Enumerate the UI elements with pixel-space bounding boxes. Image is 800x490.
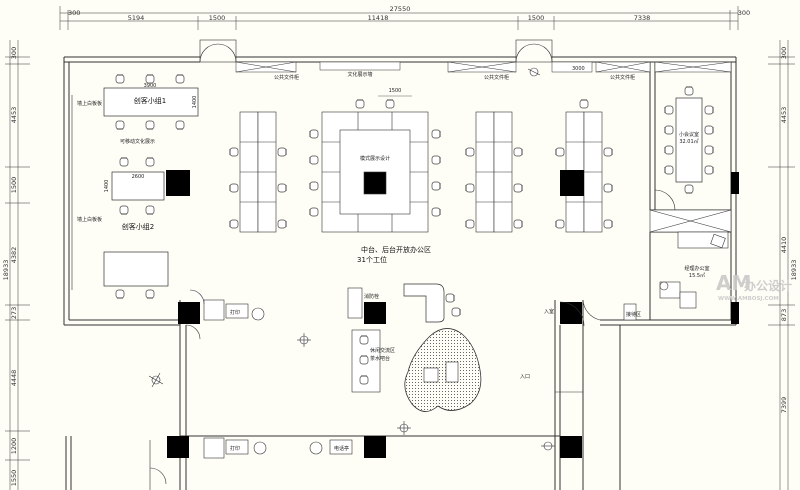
label-lounge-text: 休闲交流区 xyxy=(370,347,395,354)
label-open-office-title: 中台、后台开放办公区 xyxy=(361,245,431,254)
column xyxy=(364,302,386,324)
dim-left-5: 273 xyxy=(10,307,18,319)
dim-left-7: 1200 xyxy=(10,438,18,455)
label-public-cabinet-3: 公共文件柜 xyxy=(610,74,635,81)
dim-top-seg-4: 1500 xyxy=(528,14,545,22)
column xyxy=(178,302,200,324)
label-print-2: 打印 xyxy=(230,445,240,452)
label-tea-text: 茶水吧台 xyxy=(370,355,390,362)
print-area-1 xyxy=(189,289,265,321)
watermark-brand-a: AM xyxy=(716,271,751,295)
dim-top-seg-3: 11418 xyxy=(368,14,389,22)
top-doors xyxy=(199,39,553,63)
plant-icons xyxy=(148,67,555,451)
column xyxy=(560,302,582,324)
column xyxy=(167,436,189,458)
dim-right-4: 873 xyxy=(780,309,788,321)
dim-left-total: 18933 xyxy=(2,260,10,281)
label-meeting-room-2: 创客小组2 xyxy=(122,222,154,231)
dim-left-2: 4453 xyxy=(10,107,18,124)
dim-right-5: 7399 xyxy=(780,397,788,414)
watermark: AM 办公设计 WWW.AMBOSJ.COM xyxy=(716,271,792,302)
column xyxy=(731,302,739,324)
label-culture-wall: 文化展示墙 xyxy=(347,71,372,78)
label-open-office-seats: 31个工位 xyxy=(357,255,387,264)
column xyxy=(560,436,582,458)
dim-left-1: 300 xyxy=(10,47,18,59)
label-table-len: 3900 xyxy=(144,83,157,89)
label-entrance: 入口 xyxy=(520,374,530,380)
meeting-room-3 xyxy=(103,251,169,299)
small-meeting-room xyxy=(664,86,714,194)
right-dim-texts: 300 4453 4410 873 7399 18933 xyxy=(780,47,798,413)
watermark-brand-b: 办公设计 xyxy=(744,278,792,293)
dim-top-right-margin: 300 xyxy=(738,9,750,17)
label-whiteboard-1: 墙上白板板 xyxy=(77,100,102,107)
label-cabinet-small: 3000 xyxy=(572,66,585,72)
column xyxy=(166,170,190,196)
label-table-h1: 1400 xyxy=(192,96,198,109)
label-table-h2: 1400 xyxy=(104,180,110,193)
print-area-2 xyxy=(203,437,353,459)
reception-desk xyxy=(403,283,461,323)
label-print-1: 打印 xyxy=(230,309,240,316)
dim-right-total: 18933 xyxy=(790,260,798,281)
label-public-cabinet-1: 公共文件柜 xyxy=(274,74,299,81)
column xyxy=(364,436,386,458)
label-meeting-room-1: 创客小组1 xyxy=(134,96,166,105)
desk-cluster-1 xyxy=(239,111,277,233)
label-phone-booth: 电话亭 xyxy=(334,445,349,452)
column xyxy=(560,170,584,196)
top-cabinets xyxy=(235,61,732,73)
dim-right-1: 300 xyxy=(780,47,788,59)
dim-left-6: 4448 xyxy=(10,370,18,387)
dim-top-seg-2: 1500 xyxy=(209,14,226,22)
label-office-room: 经理办公室 xyxy=(684,265,709,272)
dim-left-3: 1500 xyxy=(10,177,18,194)
label-whiteboard-2: 墙上白板板 xyxy=(77,216,102,223)
label-office-area: 15.5㎡ xyxy=(689,272,705,279)
dim-top-seg-5: 7338 xyxy=(634,14,651,22)
left-lower-doors xyxy=(149,324,201,490)
label-top-dim-center: 1500 xyxy=(389,88,402,94)
entrance-door xyxy=(555,299,637,393)
dim-left-8: 1550 xyxy=(10,470,18,487)
dim-right-3: 4410 xyxy=(780,237,788,254)
label-fire: 消防栓 xyxy=(364,293,379,300)
right-dimensions xyxy=(768,40,795,490)
tea-bar xyxy=(347,287,381,393)
label-public-cabinet-2: 公共文件柜 xyxy=(484,74,509,81)
desk-cluster-3 xyxy=(475,111,513,233)
dim-left-4: 4382 xyxy=(10,247,18,264)
column xyxy=(731,172,739,194)
label-small-meeting: 小会议室 xyxy=(679,131,699,138)
top-dimensions xyxy=(59,6,739,30)
dim-right-2: 4453 xyxy=(780,107,788,124)
right-partition-door xyxy=(649,189,732,233)
manager-office xyxy=(659,231,729,309)
label-note-1: 可移动文化展示 xyxy=(120,138,155,145)
dim-top-seg-1: 5194 xyxy=(128,14,145,22)
left-dim-texts: 300 4453 1500 4382 273 4448 1200 1550 18… xyxy=(2,47,18,486)
label-center-module: 模式展示设计 xyxy=(360,155,390,162)
label-small-meeting-area: 32.01㎡ xyxy=(679,138,698,145)
left-dimensions xyxy=(5,40,30,490)
watermark-url: WWW.AMBOSJ.COM xyxy=(718,296,779,302)
label-sofa-area-2: 接待区 xyxy=(626,311,641,318)
label-table-len2: 2600 xyxy=(132,174,145,180)
dim-top-left-margin: 300 xyxy=(68,9,80,17)
meeting-room-2 xyxy=(111,157,190,215)
center-module xyxy=(321,111,429,233)
dim-top-total: 27550 xyxy=(390,5,411,13)
label-door: 入室 xyxy=(544,308,554,315)
meeting-room-1 xyxy=(103,74,199,130)
lounge-island xyxy=(404,328,482,412)
